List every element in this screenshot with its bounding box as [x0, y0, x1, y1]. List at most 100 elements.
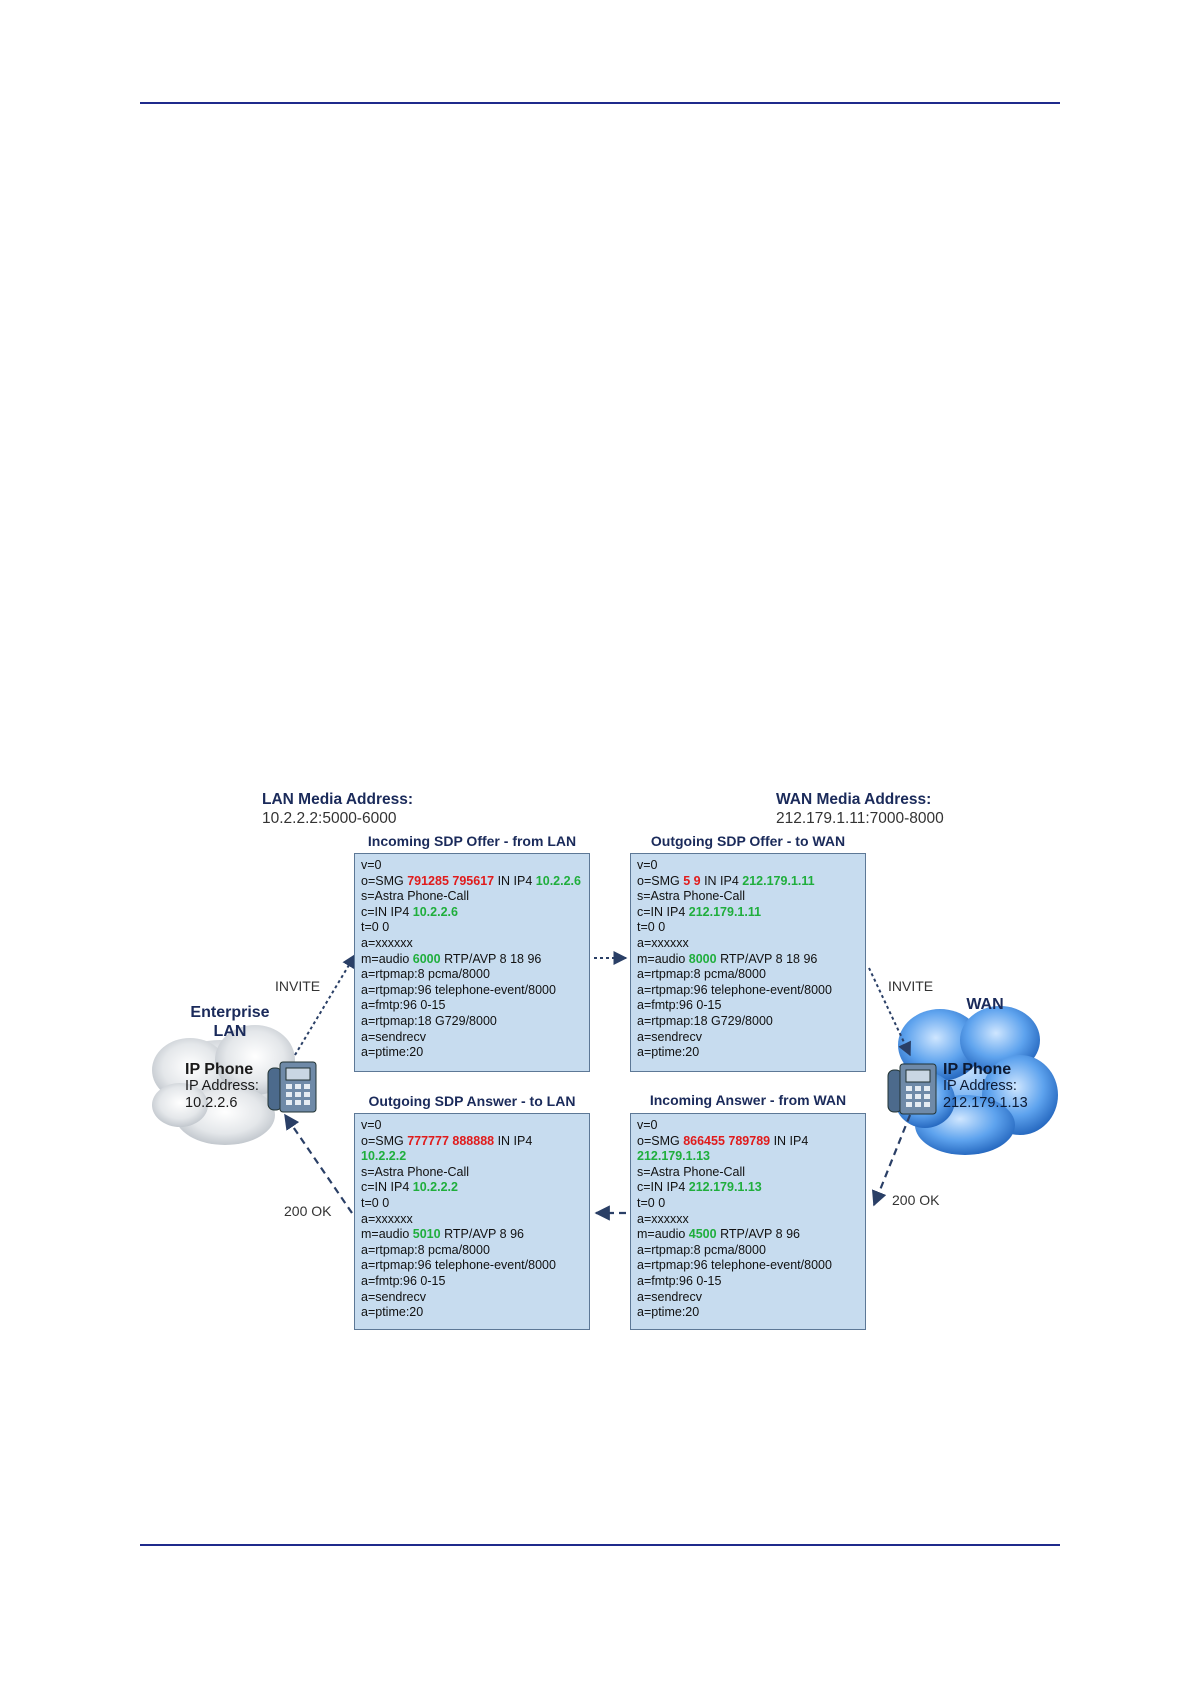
- sdp-line: m=audio 5010 RTP/AVP 8 96: [361, 1227, 583, 1243]
- lan-phone-heading: IP Phone: [185, 1061, 254, 1078]
- sdp-media-prefix: m=audio: [637, 1227, 689, 1242]
- ok-right-label: 200 OK: [892, 1192, 940, 1208]
- sdp-line: c=IN IP4 10.2.2.2: [361, 1180, 583, 1196]
- incoming-answer-title: Incoming Answer - from WAN: [649, 1092, 847, 1108]
- invite-left-label: INVITE: [275, 978, 321, 994]
- sdp-line: a=ptime:20: [637, 1045, 700, 1060]
- wan-media-address: WAN Media Address: 212.179.1.11:7000-800…: [776, 790, 944, 828]
- sdp-line: o=SMG 5 9 IN IP4 212.179.1.11: [637, 874, 859, 890]
- sdp-conn-prefix: c=IN IP4: [361, 1180, 413, 1195]
- sdp-line: a=sendrecv: [637, 1289, 702, 1304]
- sdp-line: t=0 0: [637, 1195, 666, 1210]
- sdp-line: a=xxxxxx: [637, 1211, 689, 1226]
- sdp-origin-ip: 10.2.2.2: [361, 1149, 407, 1164]
- sdp-line: v=0: [361, 858, 382, 872]
- wan-media-value: 212.179.1.11:7000-8000: [776, 810, 944, 827]
- sdp-line: t=0 0: [637, 920, 666, 935]
- sdp-line: a=rtpmap:96 telephone-event/8000: [637, 982, 832, 997]
- sdp-line: a=sendrecv: [637, 1029, 702, 1044]
- sdp-origin-mid: IN IP4: [700, 873, 743, 888]
- lan-phone-icon: [267, 1061, 317, 1113]
- sdp-line: m=audio 6000 RTP/AVP 8 18 96: [361, 952, 583, 968]
- sdp-line: a=rtpmap:18 G729/8000: [361, 1013, 497, 1028]
- sdp-origin-mid: IN IP4: [494, 1133, 533, 1148]
- sdp-media-prefix: m=audio: [361, 1227, 413, 1242]
- ok-left-arrow: [284, 1113, 353, 1214]
- sdp-line: m=audio 8000 RTP/AVP 8 18 96: [637, 952, 859, 968]
- sdp-origin-prefix: o=SMG: [637, 873, 684, 888]
- sdp-conn-ip: 10.2.2.2: [412, 1180, 458, 1195]
- sdp-media-port: 8000: [688, 951, 717, 966]
- enterprise-lan-label: Enterprise LAN: [180, 1003, 280, 1041]
- wan-phone-addr-label: IP Address:: [943, 1078, 1017, 1094]
- sdp-conn-prefix: c=IN IP4: [361, 904, 413, 919]
- sdp-conn-prefix: c=IN IP4: [637, 1180, 689, 1195]
- sdp-media-port: 5010: [412, 1227, 441, 1242]
- sdp-session-ids: 777777 888888: [407, 1133, 495, 1148]
- sdp-line: a=rtpmap:96 telephone-event/8000: [361, 982, 556, 997]
- header-rule: [140, 102, 1060, 104]
- wan-phone-heading: IP Phone: [943, 1061, 1012, 1078]
- wan-media-title: WAN Media Address:: [776, 791, 932, 808]
- sdp-media-port: 6000: [412, 951, 441, 966]
- sdp-origin-prefix: o=SMG: [637, 1133, 684, 1148]
- invite-right-arrow: [868, 967, 911, 1057]
- sdp-line: v=0: [637, 1118, 658, 1132]
- lan-media-address: LAN Media Address: 10.2.2.2:5000-6000: [262, 790, 413, 828]
- sdp-line: a=ptime:20: [637, 1305, 700, 1320]
- lan-media-value: 10.2.2.2:5000-6000: [262, 810, 397, 827]
- lan-label: LAN: [213, 1023, 247, 1040]
- lan-media-title: LAN Media Address:: [262, 791, 414, 808]
- sdp-line: a=xxxxxx: [361, 1211, 413, 1226]
- footer-rule: [140, 1544, 1060, 1546]
- sdp-line: a=rtpmap:8 pcma/8000: [637, 967, 766, 982]
- lan-phone-addr: 10.2.2.6: [185, 1095, 238, 1111]
- sdp-media-suffix: RTP/AVP 8 96: [716, 1227, 800, 1242]
- wan-label: WAN: [966, 996, 1004, 1013]
- sdp-line: s=Astra Phone-Call: [637, 889, 746, 904]
- wan-phone-addr: 212.179.1.13: [943, 1095, 1028, 1111]
- sdp-line: a=rtpmap:96 telephone-event/8000: [637, 1258, 832, 1273]
- incoming-offer-title: Incoming SDP Offer - from LAN: [367, 833, 577, 849]
- outgoing-answer-box: v=0 o=SMG 777777 888888 IN IP4 10.2.2.2 …: [354, 1113, 590, 1330]
- sdp-session-ids: 866455 789789: [683, 1133, 771, 1148]
- sdp-origin-mid: IN IP4: [494, 873, 536, 888]
- sdp-origin-prefix: o=SMG: [361, 1133, 408, 1148]
- sdp-conn-ip: 212.179.1.11: [688, 904, 762, 919]
- outgoing-offer-title: Outgoing SDP Offer - to WAN: [650, 833, 846, 849]
- sdp-line: a=xxxxxx: [361, 935, 413, 950]
- sdp-origin-ip: 10.2.2.6: [535, 873, 581, 888]
- ok-left-label: 200 OK: [284, 1203, 332, 1219]
- ok-right-arrow: [871, 1114, 912, 1207]
- sdp-line: v=0: [637, 858, 658, 872]
- sdp-media-prefix: m=audio: [637, 951, 689, 966]
- sdp-media-port: 4500: [688, 1227, 717, 1242]
- sdp-line: a=rtpmap:8 pcma/8000: [361, 1242, 490, 1257]
- sdp-session-ids: 791285 795617: [407, 873, 495, 888]
- sdp-line: a=ptime:20: [361, 1305, 424, 1320]
- sdp-line: a=fmtp:96 0-15: [361, 998, 446, 1013]
- sdp-conn-ip: 212.179.1.13: [688, 1180, 762, 1195]
- sdp-media-suffix: RTP/AVP 8 96: [440, 1227, 524, 1242]
- invite-right-label: INVITE: [888, 978, 934, 994]
- sdp-line: t=0 0: [361, 1195, 390, 1210]
- sdp-line: a=fmtp:96 0-15: [637, 1273, 722, 1288]
- sdp-line: a=xxxxxx: [637, 935, 689, 950]
- invite-left-arrow: [294, 953, 356, 1056]
- enterprise-label: Enterprise: [190, 1004, 270, 1021]
- sdp-line: c=IN IP4 212.179.1.13: [637, 1180, 859, 1196]
- sdp-line: a=fmtp:96 0-15: [637, 998, 722, 1013]
- incoming-offer-box: v=0 o=SMG 791285 795617 IN IP4 10.2.2.6 …: [354, 853, 590, 1072]
- sdp-line: s=Astra Phone-Call: [361, 889, 470, 904]
- sdp-line: m=audio 4500 RTP/AVP 8 96: [637, 1227, 859, 1243]
- outgoing-offer-box: v=0 o=SMG 5 9 IN IP4 212.179.1.11 s=Astr…: [630, 853, 866, 1072]
- sdp-line: c=IN IP4 10.2.2.6: [361, 905, 583, 921]
- sdp-conn-ip: 10.2.2.6: [412, 904, 458, 919]
- sdp-line: a=sendrecv: [361, 1289, 426, 1304]
- sdp-line: o=SMG 777777 888888 IN IP4: [361, 1134, 583, 1150]
- sdp-media-prefix: m=audio: [361, 951, 413, 966]
- sdp-line: s=Astra Phone-Call: [361, 1164, 470, 1179]
- sdp-line: v=0: [361, 1118, 382, 1132]
